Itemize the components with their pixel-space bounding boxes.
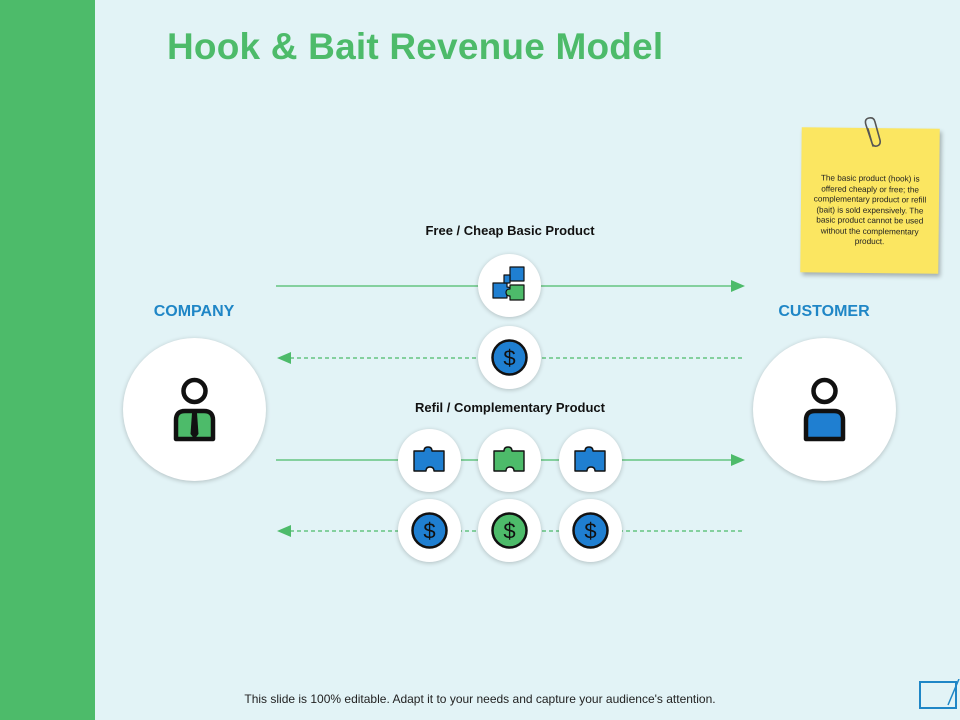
payment-arrowhead-bottom	[277, 525, 291, 537]
dollar-coin-icon: $	[572, 512, 609, 549]
basic-product-label: Free / Cheap Basic Product	[425, 223, 595, 238]
basic-product-arrowhead	[731, 280, 745, 292]
sticky-note-text: The basic product (hook) is offered chea…	[813, 173, 927, 247]
refill-payment-node-3: $	[559, 499, 622, 562]
paperclip-icon	[864, 117, 881, 147]
puzzle-icon	[574, 446, 606, 472]
customer-avatar	[753, 338, 896, 481]
person-icon	[803, 377, 846, 442]
svg-text:$: $	[503, 346, 515, 371]
customer-label: CUSTOMER	[778, 303, 870, 320]
refill-piece-node-2	[478, 429, 541, 492]
dollar-coin-icon: $	[491, 512, 528, 549]
corner-decoration	[919, 679, 960, 709]
puzzle-icon	[493, 446, 525, 472]
complementary-product-label: Refil / Complementary Product	[415, 400, 605, 415]
footer-text: This slide is 100% editable. Adapt it to…	[244, 692, 716, 706]
payment-arrowhead-top	[277, 352, 291, 364]
dollar-coin-icon: $	[411, 512, 448, 549]
puzzle-icon	[492, 266, 525, 301]
company-label: COMPANY	[153, 303, 235, 320]
company-avatar	[123, 338, 266, 481]
basic-product-node	[478, 254, 541, 317]
svg-text:$: $	[503, 519, 515, 544]
puzzle-icon	[413, 446, 445, 472]
person-tie-icon	[173, 377, 216, 442]
left-accent-bar	[0, 0, 95, 720]
refill-payment-node-2: $	[478, 499, 541, 562]
refill-arrowhead	[731, 454, 745, 466]
svg-text:$: $	[584, 519, 596, 544]
refill-piece-node-3	[559, 429, 622, 492]
refill-piece-node-1	[398, 429, 461, 492]
refill-payment-node-1: $	[398, 499, 461, 562]
svg-text:$: $	[423, 519, 435, 544]
slide-title: Hook & Bait Revenue Model	[167, 26, 664, 67]
dollar-coin-icon: $	[491, 339, 528, 376]
payment-node-basic: $	[478, 326, 541, 389]
